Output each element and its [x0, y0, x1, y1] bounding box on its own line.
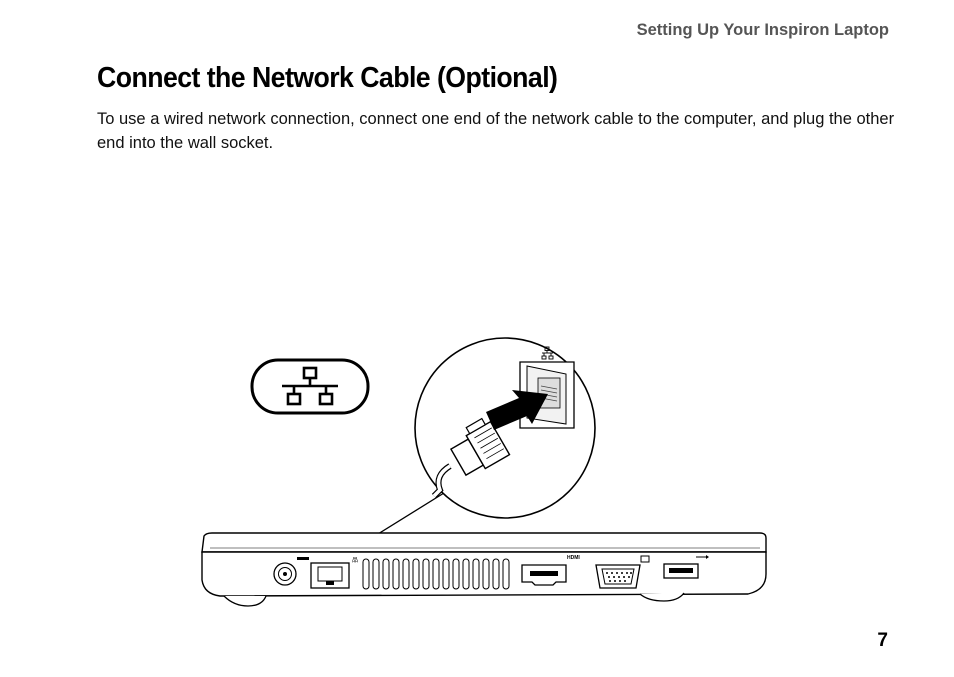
svg-text:品: 品 [352, 557, 358, 564]
zoom-detail-circle [414, 337, 596, 519]
page-title: Connect the Network Cable (Optional) [97, 62, 558, 94]
vga-icon [640, 555, 650, 563]
power-jack [273, 557, 309, 586]
network-icon [250, 358, 370, 415]
usb-icon [696, 555, 709, 559]
vent-grille [362, 558, 510, 590]
panel-network-port: 品 [310, 557, 358, 589]
usb-port [663, 555, 709, 579]
page-number: 7 [877, 630, 888, 651]
port-network-icon [541, 346, 554, 360]
vga-port [595, 555, 650, 589]
running-header: Setting Up Your Inspiron Laptop [636, 21, 889, 39]
insert-direction-arrow [486, 390, 548, 430]
body-paragraph: To use a wired network connection, conne… [97, 110, 895, 152]
laptop-back-panel: 品 HDMI [201, 532, 767, 607]
hdmi-port: HDMI [521, 555, 580, 586]
hdmi-label: HDMI [567, 555, 580, 561]
rj45-plug [449, 417, 511, 477]
power-icon [297, 557, 309, 560]
